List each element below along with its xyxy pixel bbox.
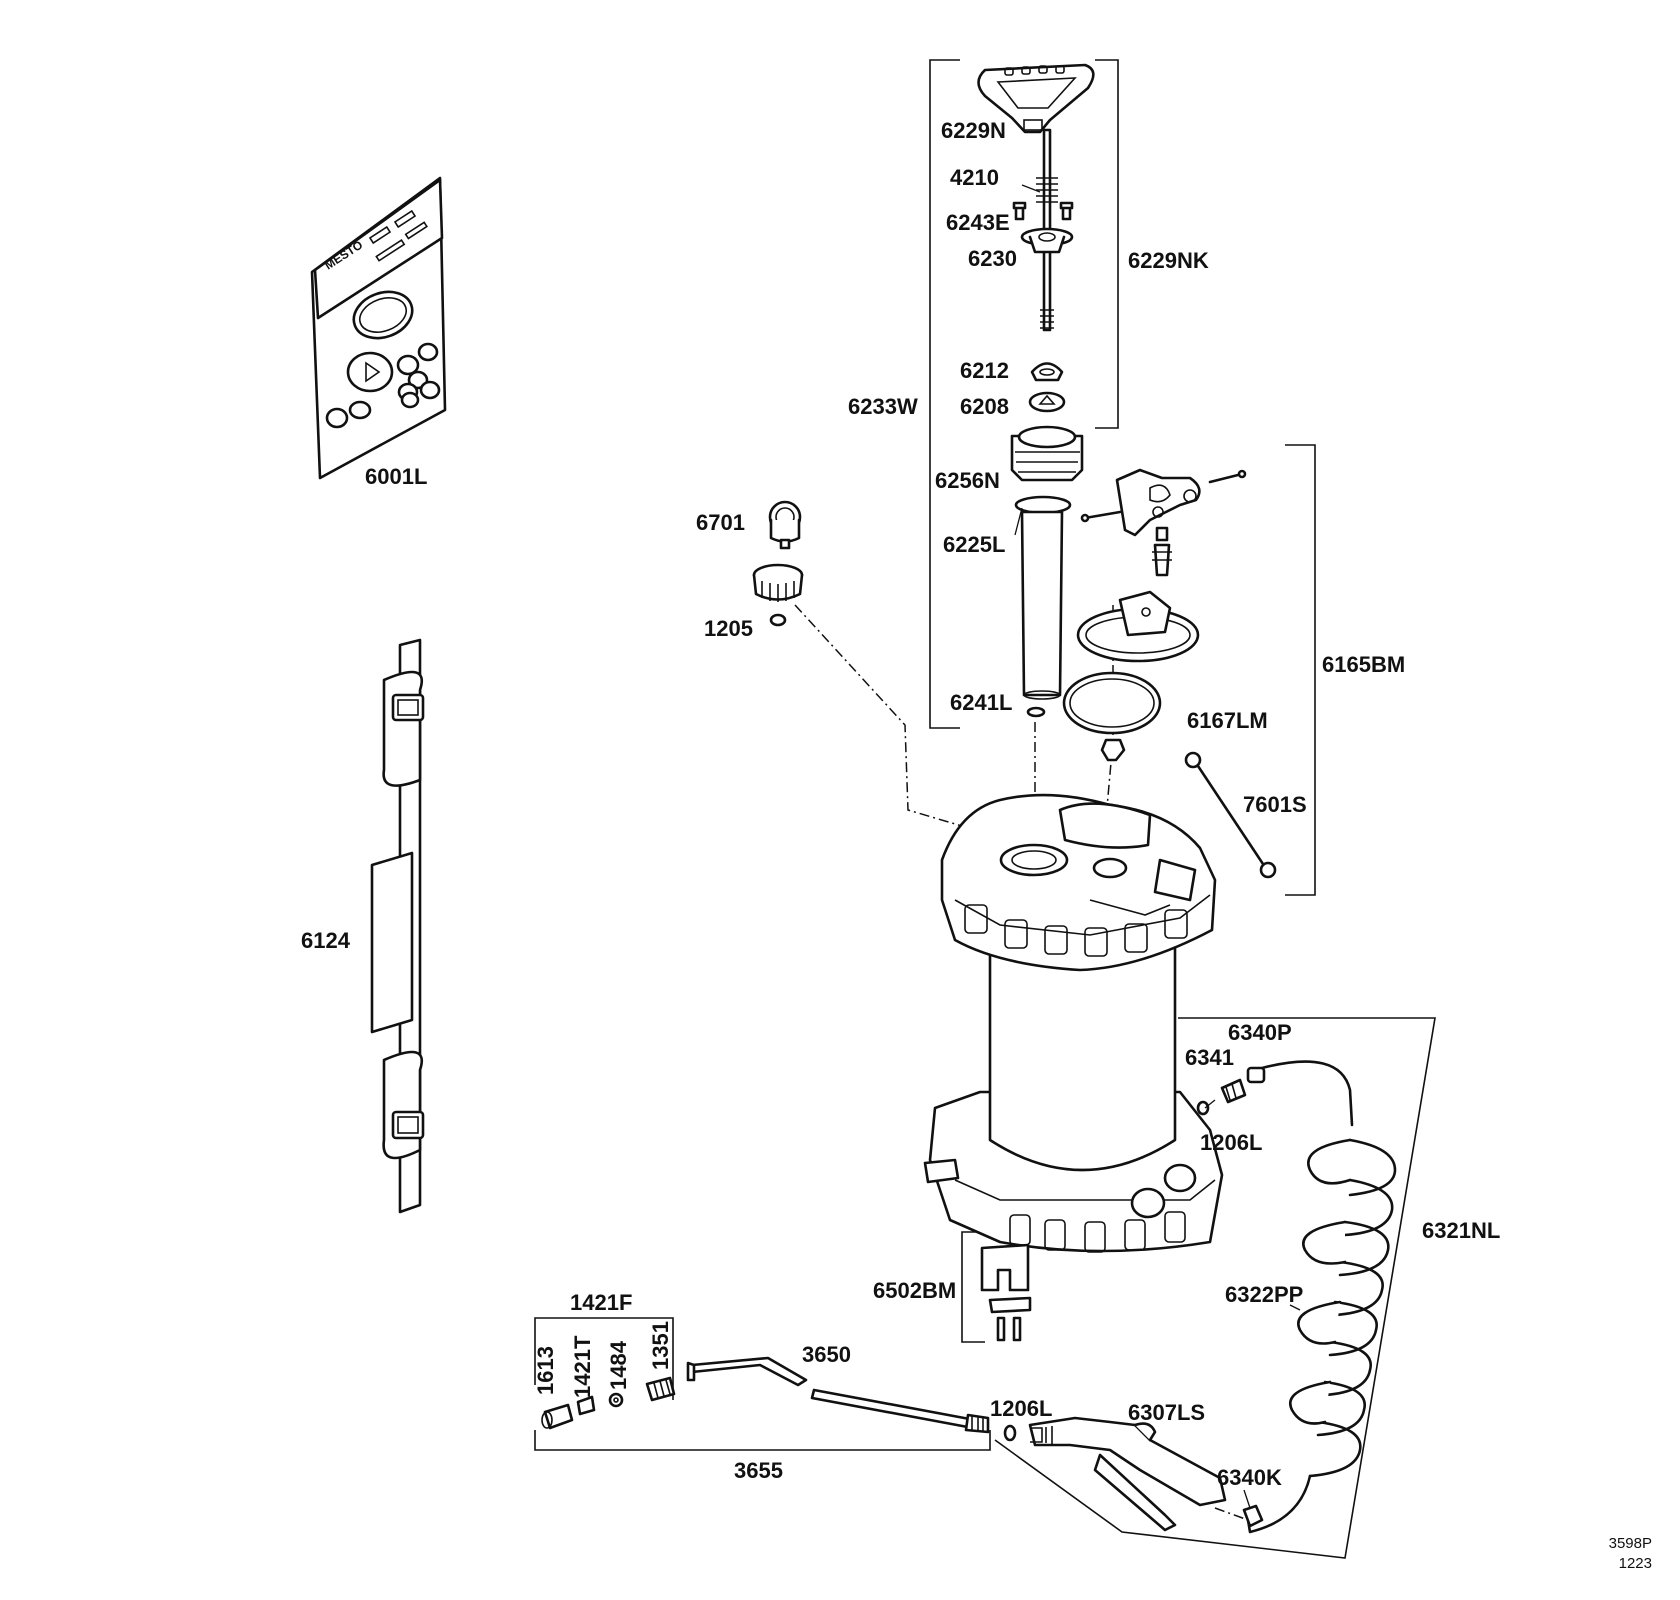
part-6124-shoulder-strap — [370, 638, 425, 1214]
label-6341: 6341 — [1185, 1045, 1234, 1070]
label-6243E: 6243E — [946, 210, 1010, 235]
part-1206L-washer-bottom — [1003, 1424, 1017, 1442]
label-6212: 6212 — [960, 358, 1009, 383]
part-3650-lance — [686, 1356, 990, 1434]
part-1206L-washer-top — [1196, 1100, 1210, 1116]
bracket-6233W — [929, 59, 960, 729]
part-6225L-oring — [1014, 495, 1072, 515]
part-6502BM-holder — [980, 1243, 1032, 1342]
part-6307LS-trigger-valve — [1028, 1416, 1227, 1532]
label-6340P: 6340P — [1228, 1020, 1292, 1045]
drawing-revision: 1223 — [1619, 1555, 1652, 1572]
label-1206L-top: 1206L — [1200, 1130, 1262, 1155]
label-6229NK: 6229NK — [1128, 248, 1209, 273]
bracket-6165BM — [1285, 444, 1316, 896]
label-6701: 6701 — [696, 510, 745, 535]
label-6322PP: 6322PP — [1225, 1282, 1303, 1307]
label-3650: 3650 — [802, 1342, 851, 1367]
part-6701-gauge — [768, 500, 802, 550]
label-6001L: 6001L — [365, 464, 427, 489]
part-6230-guide — [1020, 227, 1074, 254]
part-6229N-handle — [977, 63, 1095, 134]
label-1205: 1205 — [704, 616, 753, 641]
bracket-3655 — [534, 1430, 991, 1451]
part-6341-connector — [1220, 1078, 1247, 1104]
label-6208: 6208 — [960, 394, 1009, 419]
label-6321NL: 6321NL — [1422, 1218, 1500, 1243]
label-6230: 6230 — [968, 246, 1017, 271]
label-1421F: 1421F — [570, 1290, 632, 1315]
part-6321NL-hose — [1242, 1060, 1397, 1534]
group-leader-lines — [1014, 184, 1301, 1509]
group-part-labels: 6229N 4210 6243E 6230 6229NK 6212 6208 6… — [301, 118, 1500, 1490]
label-1421T: 1421T — [570, 1335, 595, 1398]
bracket-1421F — [534, 1317, 674, 1400]
label-6165BM: 6165BM — [1322, 652, 1405, 677]
drawing-number-block: 3598P 1223 — [1609, 1535, 1652, 1572]
part-6256N-cylinder-head — [1010, 425, 1084, 482]
label-6124: 6124 — [301, 928, 351, 953]
part-6243E-screws — [1012, 201, 1074, 221]
part-1421F-nozzle-set — [541, 1376, 676, 1430]
drawing-number: 3598P — [1609, 1535, 1652, 1552]
label-6241L: 6241L — [950, 690, 1012, 715]
label-1351: 1351 — [648, 1321, 673, 1370]
label-6307LS: 6307LS — [1128, 1400, 1205, 1425]
group-brackets — [534, 59, 1436, 1559]
label-1484: 1484 — [606, 1340, 631, 1390]
bracket-6502BM — [961, 1231, 985, 1343]
label-6256N: 6256N — [935, 468, 1000, 493]
label-6340K: 6340K — [1217, 1465, 1282, 1490]
part-6165BM-valve-assembly — [1062, 468, 1277, 879]
centerline-6701 — [794, 604, 1111, 871]
label-1206L-bottom: 1206L — [990, 1396, 1052, 1421]
label-4210: 4210 — [950, 165, 999, 190]
label-6225L: 6225L — [943, 532, 1005, 557]
part-6212-seal — [1030, 362, 1064, 382]
bracket-6229NK — [1095, 59, 1119, 429]
part-6001L-seal-kit: MESTO — [310, 176, 447, 480]
part-pump-cylinder — [1020, 510, 1064, 700]
bracket-6321NL — [994, 1017, 1436, 1559]
part-6241L-washer — [1026, 706, 1046, 718]
part-6208-valve — [1028, 391, 1066, 413]
centerline-6322PP — [1214, 1507, 1249, 1521]
part-tank-body — [923, 793, 1224, 1253]
label-7601S: 7601S — [1243, 792, 1307, 817]
label-6229N: 6229N — [941, 118, 1006, 143]
label-1613: 1613 — [533, 1346, 558, 1395]
label-6502BM: 6502BM — [873, 1278, 956, 1303]
label-6233W: 6233W — [848, 394, 918, 419]
part-1205-adapter — [752, 563, 804, 627]
label-3655: 3655 — [734, 1458, 783, 1483]
label-6167LM: 6167LM — [1187, 708, 1268, 733]
